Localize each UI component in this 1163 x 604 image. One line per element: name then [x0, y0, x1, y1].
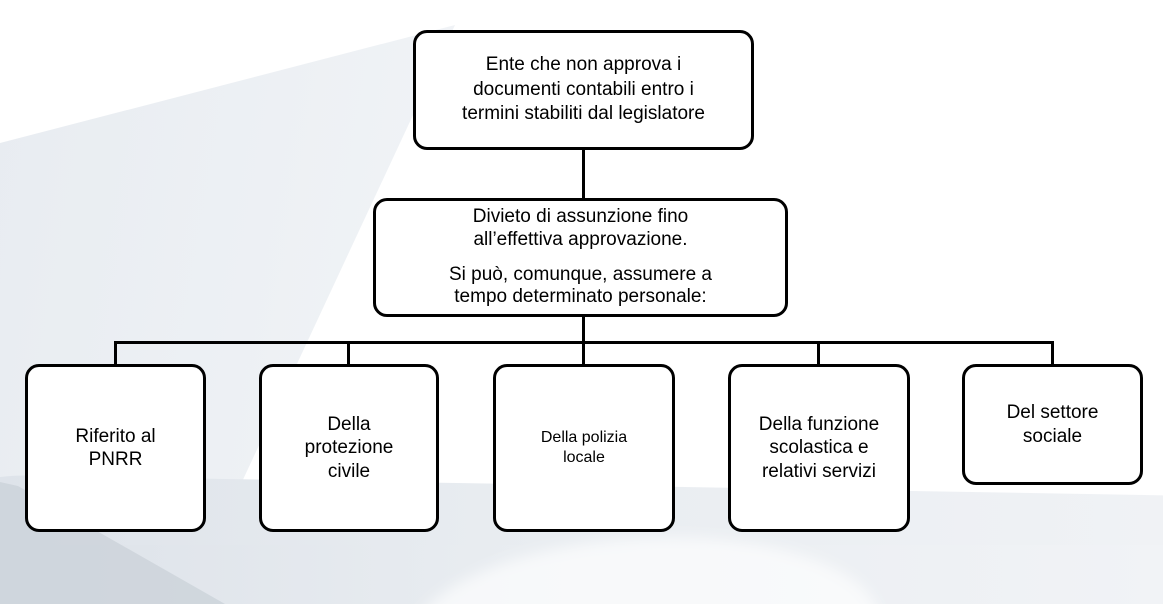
connector-drop-settore-sociale	[1051, 341, 1054, 365]
node-riferito-pnrr-text: Riferito al PNRR	[75, 425, 156, 470]
node-protezione-civile-text: Della protezione civile	[304, 414, 394, 482]
node-root-ente: Ente che non approva i documenti contabi…	[413, 30, 754, 150]
connector-root-to-middle	[582, 150, 585, 199]
connector-drop-funzione-scolastica	[817, 341, 820, 365]
node-divieto-assunzione: Divieto di assunzione fino all’effettiva…	[373, 198, 788, 317]
node-polizia-locale: Della polizia locale	[493, 364, 675, 532]
background-bottom-band-fill	[0, 545, 1163, 604]
connector-drop-polizia-locale	[582, 341, 585, 365]
node-middle-paragraph-1: Divieto di assunzione fino all’effettiva…	[472, 205, 689, 250]
node-settore-sociale: Del settore sociale	[962, 364, 1143, 485]
node-funzione-scolastica-text: Della funzione scolastica e relativi ser…	[758, 414, 880, 482]
node-funzione-scolastica: Della funzione scolastica e relativi ser…	[728, 364, 910, 532]
node-protezione-civile: Della protezione civile	[259, 364, 439, 532]
node-root-text: Ente che non approva i documenti contabi…	[462, 53, 705, 125]
connector-middle-to-bus	[582, 316, 585, 342]
background-wave-highlight	[405, 525, 885, 604]
connector-drop-protezione-civile	[347, 341, 350, 365]
node-riferito-pnrr: Riferito al PNRR	[25, 364, 206, 532]
connector-drop-pnrr	[114, 341, 117, 365]
node-middle-paragraph-2: Si può, comunque, assumere a tempo deter…	[449, 263, 712, 308]
node-polizia-locale-text: Della polizia locale	[540, 429, 628, 466]
node-settore-sociale-text: Del settore sociale	[1006, 402, 1099, 447]
